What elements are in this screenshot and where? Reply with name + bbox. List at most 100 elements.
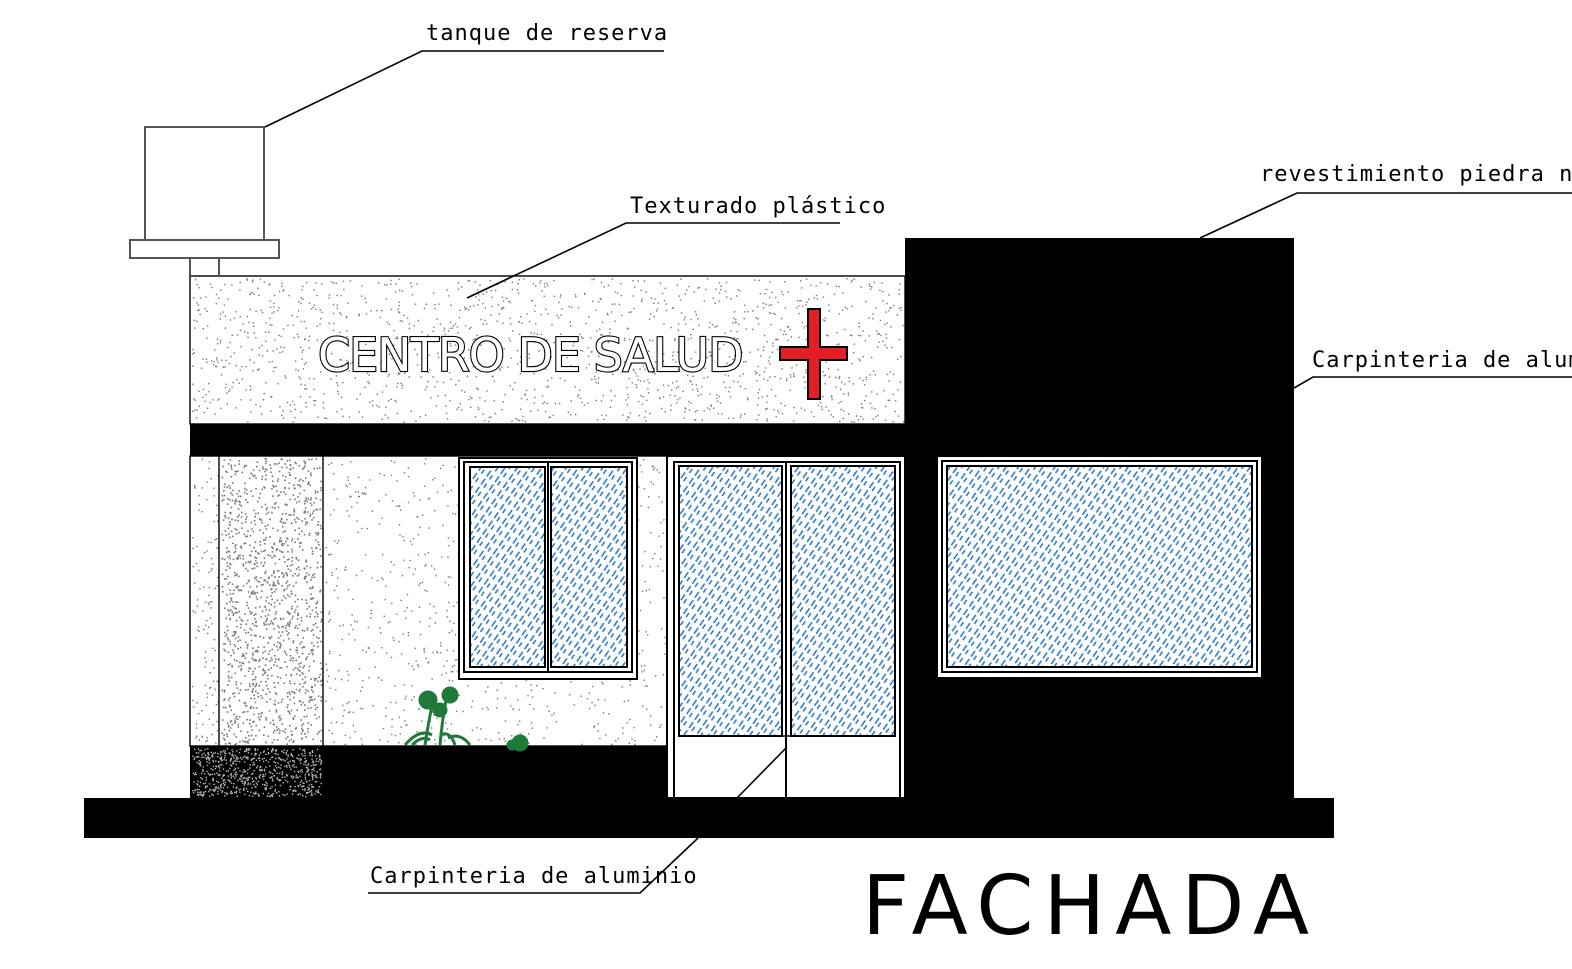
texture-dot <box>718 292 721 294</box>
texture-dot <box>194 399 196 401</box>
texture-dot <box>356 700 358 702</box>
texture-dot <box>268 609 271 612</box>
texture-dot <box>198 495 200 497</box>
texture-dot <box>869 374 871 376</box>
texture-dot <box>336 307 338 309</box>
texture-dot <box>645 631 647 633</box>
texture-dot <box>277 702 280 704</box>
texture-dot <box>678 369 681 371</box>
texture-dot <box>290 730 293 733</box>
texture-dot <box>628 742 630 744</box>
texture-dot <box>256 565 259 568</box>
texture-dot <box>824 317 826 319</box>
texture-dot <box>459 403 461 405</box>
texture-dot <box>249 308 251 311</box>
texture-dot <box>239 495 242 498</box>
texture-dot <box>193 484 196 487</box>
texture-dot <box>235 683 238 686</box>
texture-dot <box>261 758 264 760</box>
texture-dot <box>232 775 234 777</box>
texture-dot <box>229 792 232 794</box>
texture-dot <box>309 502 312 505</box>
texture-dot <box>610 399 613 402</box>
texture-dot <box>810 411 812 413</box>
texture-dot <box>297 598 299 601</box>
texture-dot <box>202 723 204 726</box>
concrete-beam <box>190 424 905 456</box>
texture-dot <box>285 653 288 656</box>
texture-dot <box>199 297 202 299</box>
texture-dot <box>315 497 317 499</box>
texture-dot <box>733 311 736 313</box>
texture-dot <box>455 710 458 712</box>
texture-dot <box>570 325 572 327</box>
texture-dot <box>264 478 267 481</box>
texture-dot <box>457 288 460 290</box>
texture-dot <box>201 772 203 774</box>
texture-dot <box>251 781 254 783</box>
texture-dot <box>373 366 375 368</box>
texture-dot <box>305 760 307 762</box>
texture-dot <box>249 554 252 557</box>
texture-dot <box>377 677 380 679</box>
texture-dot <box>588 363 590 365</box>
texture-dot <box>302 480 304 482</box>
texture-dot <box>709 393 711 395</box>
texture-dot <box>294 541 296 544</box>
texture-dot <box>293 760 295 762</box>
texture-dot <box>238 692 240 695</box>
texture-dot <box>404 356 406 358</box>
texture-dot <box>525 389 528 392</box>
texture-dot <box>203 752 205 755</box>
texture-dot <box>523 342 525 344</box>
texture-dot <box>447 537 450 539</box>
texture-dot <box>274 555 276 558</box>
texture-dot <box>246 493 248 495</box>
texture-dot <box>419 416 421 418</box>
texture-dot <box>262 774 264 776</box>
texture-dot <box>285 674 287 676</box>
texture-dot <box>591 279 593 281</box>
texture-dot <box>298 542 301 544</box>
texture-dot <box>281 776 284 778</box>
texture-dot <box>297 777 299 779</box>
texture-dot <box>700 340 702 342</box>
texture-dot <box>317 524 319 526</box>
texture-dot <box>352 628 354 631</box>
texture-dot <box>787 326 790 328</box>
texture-dot <box>283 595 285 597</box>
texture-dot <box>232 592 234 595</box>
texture-dot <box>217 786 220 788</box>
texture-dot <box>657 302 659 304</box>
texture-dot <box>224 283 226 286</box>
texture-dot <box>853 278 855 280</box>
texture-dot <box>252 654 254 656</box>
texture-dot <box>284 728 287 730</box>
texture-dot <box>305 736 307 738</box>
texture-dot <box>591 300 594 303</box>
texture-dot <box>308 669 310 672</box>
texture-dot <box>440 652 442 654</box>
texture-dot <box>304 577 306 580</box>
texture-dot <box>433 326 435 329</box>
texture-dot <box>315 282 317 284</box>
texture-dot <box>297 336 300 338</box>
texture-dot <box>803 376 805 378</box>
texture-dot <box>581 743 583 746</box>
texture-dot <box>262 792 265 795</box>
texture-dot <box>238 778 241 780</box>
texture-dot <box>277 728 280 730</box>
texture-dot <box>757 397 760 399</box>
texture-dot <box>246 647 249 649</box>
texture-dot <box>294 498 296 501</box>
texture-dot <box>198 390 200 392</box>
texture-dot <box>279 406 281 408</box>
texture-dot <box>553 295 556 297</box>
texture-dot <box>265 787 267 789</box>
texture-dot <box>281 282 283 285</box>
texture-dot <box>201 754 203 756</box>
texture-dot <box>214 587 216 590</box>
texture-dot <box>229 727 232 729</box>
texture-dot <box>471 729 474 731</box>
texture-dot <box>276 739 279 741</box>
